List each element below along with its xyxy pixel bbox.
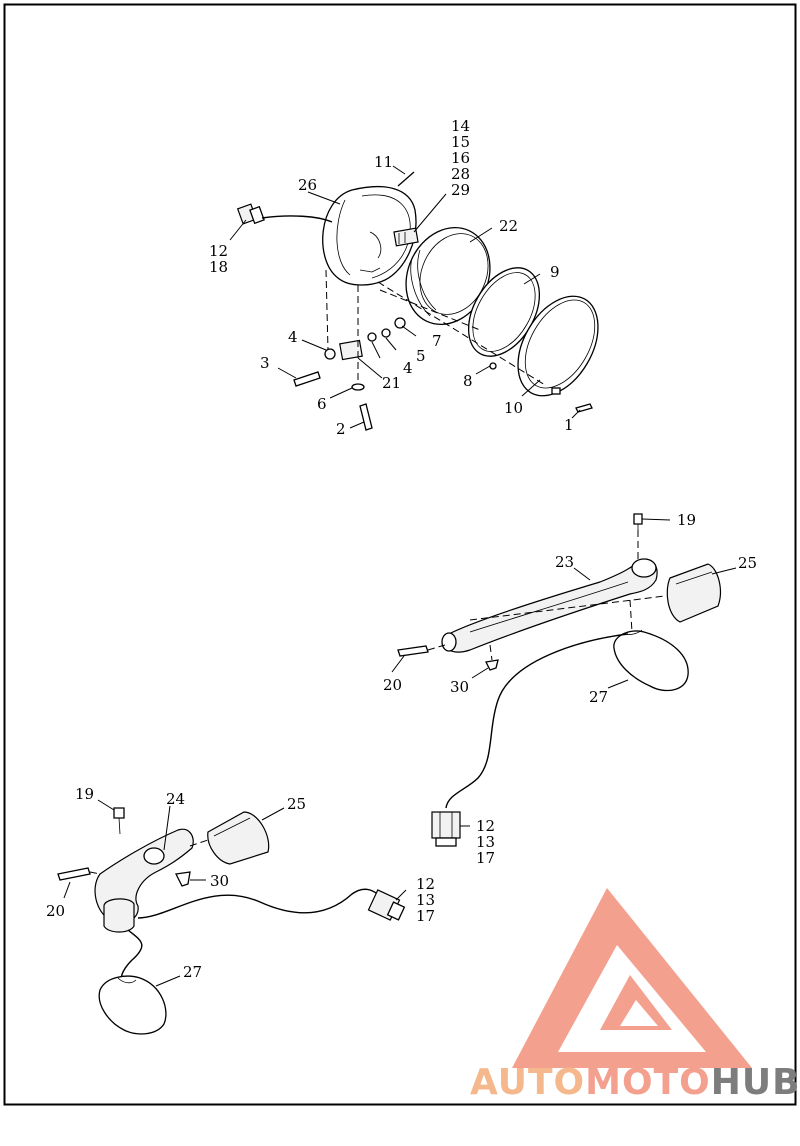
headlamp-connector xyxy=(236,203,333,225)
svg-text:AUTOMOTOHUB: AUTOMOTOHUB xyxy=(470,1062,800,1103)
label-7: 7 xyxy=(432,332,442,350)
headlamp-housing xyxy=(322,185,417,286)
label-2: 2 xyxy=(336,420,346,438)
logo-text-moto: MOTO xyxy=(585,1062,711,1103)
label-4-upper: 4 xyxy=(288,328,298,346)
callout-labels: 14 15 16 28 29 11 26 22 9 12 18 4 7 5 4 … xyxy=(46,117,757,981)
label-15: 15 xyxy=(451,133,470,151)
label-10: 10 xyxy=(504,399,523,417)
watermark-logo: AUTOMOTOHUB xyxy=(470,888,800,1103)
headlamp-socket xyxy=(393,227,419,247)
label-19-right: 19 xyxy=(677,511,696,529)
label-13-right: 13 xyxy=(476,833,495,851)
label-12-right: 12 xyxy=(476,817,495,835)
label-27-left: 27 xyxy=(183,963,202,981)
label-19-left: 19 xyxy=(75,785,94,803)
label-26: 26 xyxy=(298,176,317,194)
label-17-left: 17 xyxy=(416,907,435,925)
left-turn-signal-housing xyxy=(98,975,167,1035)
label-9: 9 xyxy=(550,263,560,281)
label-22: 22 xyxy=(499,217,518,235)
label-29: 29 xyxy=(451,181,470,199)
label-14: 14 xyxy=(451,117,470,135)
headlamp-assembly xyxy=(236,171,599,431)
trim-ring xyxy=(517,295,599,397)
label-28: 28 xyxy=(451,165,470,183)
label-12-left: 12 xyxy=(416,875,435,893)
label-23: 23 xyxy=(555,553,574,571)
label-18: 18 xyxy=(209,258,228,276)
label-12: 12 xyxy=(209,242,228,260)
label-27-right: 27 xyxy=(589,688,608,706)
label-16: 16 xyxy=(451,149,470,167)
label-21: 21 xyxy=(382,374,401,392)
leader-lines xyxy=(63,165,737,987)
label-8: 8 xyxy=(463,372,473,390)
label-30-left: 30 xyxy=(210,872,229,890)
page-frame xyxy=(3,3,797,1106)
left-turn-signal-connector xyxy=(367,889,406,921)
label-3: 3 xyxy=(260,354,270,372)
label-1: 1 xyxy=(564,416,574,434)
left-turn-signal-assembly xyxy=(57,807,406,1035)
right-turn-signal-assembly xyxy=(397,513,721,847)
label-4-lower: 4 xyxy=(403,359,413,377)
label-24: 24 xyxy=(166,790,185,808)
label-6: 6 xyxy=(317,395,327,413)
label-20-left: 20 xyxy=(46,902,65,920)
label-13-left: 13 xyxy=(416,891,435,909)
label-25-left: 25 xyxy=(287,795,306,813)
logo-triangle-notch xyxy=(620,1000,658,1026)
logo-text-auto: AUTO xyxy=(470,1062,585,1103)
label-11: 11 xyxy=(374,153,393,171)
label-25-right: 25 xyxy=(738,554,757,572)
label-5: 5 xyxy=(416,347,426,365)
label-30-right: 30 xyxy=(450,678,469,696)
label-17-right: 17 xyxy=(476,849,495,867)
right-turn-signal-connector xyxy=(431,811,461,847)
label-20-right: 20 xyxy=(383,676,402,694)
logo-text-hub: HUB xyxy=(711,1062,800,1103)
